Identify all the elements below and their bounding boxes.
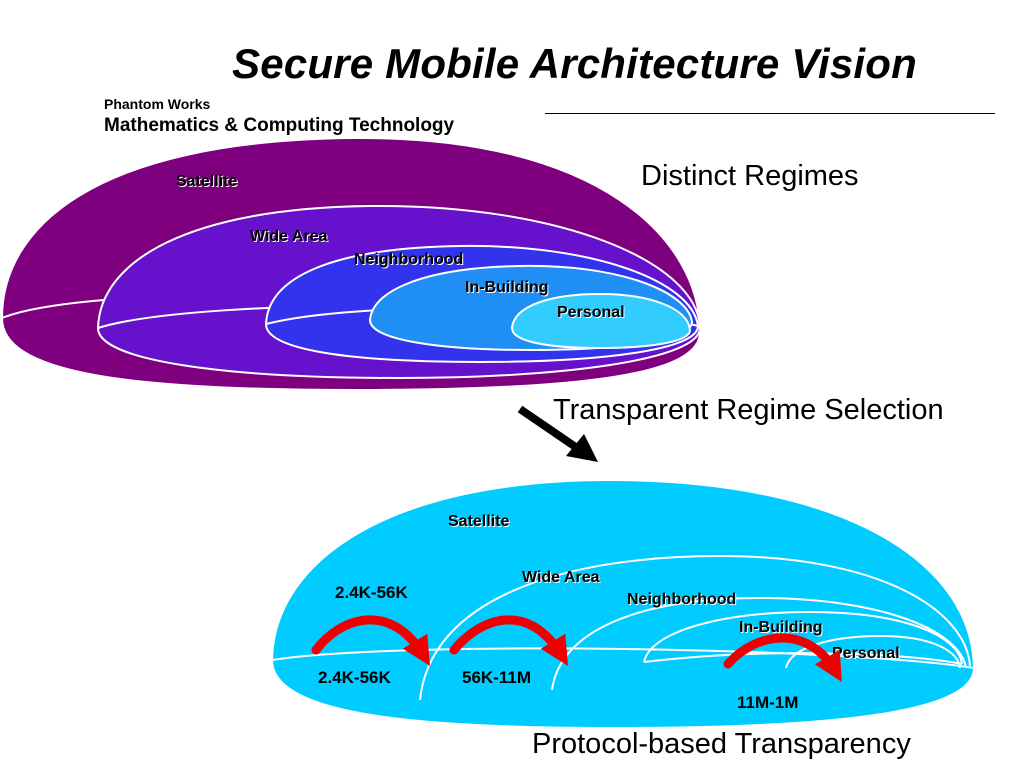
caption-transparent-selection: Transparent Regime Selection — [553, 394, 944, 426]
caption-protocol-transparency: Protocol-based Transparency — [532, 728, 911, 760]
bottom-wide-area-arc — [419, 554, 971, 701]
bottom-label-satellite: Satellite — [448, 513, 509, 530]
bottom-satellite-dome — [270, 478, 976, 730]
bottom-in-building-arc — [643, 610, 963, 665]
top-label-wide-area: Wide Area — [250, 228, 328, 245]
rate-middle: 56K-11M — [462, 668, 531, 687]
top-label-satellite-shadow: Satellite — [177, 174, 238, 191]
handoff-arrow-right — [723, 633, 842, 682]
bottom-label-neighborhood: Neighborhood — [627, 591, 736, 608]
bottom-label-neighborhood-shadow: Neighborhood — [628, 592, 737, 609]
bottom-label-in-building: In-Building — [739, 619, 823, 636]
rate-upper-left: 2.4K-56K — [335, 583, 408, 602]
handoff-arrow-middle — [449, 615, 568, 666]
top-label-personal-shadow: Personal — [558, 305, 626, 322]
bottom-label-personal-shadow: Personal — [833, 646, 901, 663]
top-regime-diagram: Satellite Satellite Wide Area Wide Area … — [0, 136, 702, 392]
caption-distinct-regimes: Distinct Regimes — [641, 160, 859, 192]
top-label-neighborhood: Neighborhood — [354, 251, 463, 268]
title-rule — [545, 113, 995, 114]
org-name: Phantom Works — [104, 96, 211, 112]
top-personal-dome — [510, 292, 692, 350]
bottom-label-wide-area: Wide Area — [522, 569, 600, 586]
bottom-label-in-building-shadow: In-Building — [740, 620, 824, 637]
top-label-wide-area-shadow: Wide Area — [251, 229, 329, 246]
bottom-neighborhood-arc — [551, 596, 967, 691]
bottom-regime-diagram: Satellite Satellite Wide Area Wide Area … — [270, 478, 976, 730]
handoff-arrow-left — [311, 615, 430, 666]
top-label-personal: Personal — [557, 304, 625, 321]
rate-lower-left: 2.4K-56K — [318, 668, 391, 687]
rate-right: 11M-1M — [737, 693, 798, 712]
top-label-in-building-shadow: In-Building — [466, 280, 550, 297]
selection-arrow — [517, 405, 598, 462]
top-label-in-building: In-Building — [465, 279, 549, 296]
org-division: Mathematics & Computing Technology — [104, 115, 455, 136]
page-title: Secure Mobile Architecture Vision — [232, 40, 917, 87]
bottom-label-wide-area-shadow: Wide Area — [523, 570, 601, 587]
bottom-label-satellite-shadow: Satellite — [449, 514, 510, 531]
top-label-neighborhood-shadow: Neighborhood — [355, 252, 464, 269]
selection-arrow-head — [566, 434, 598, 462]
bottom-satellite-base — [271, 647, 975, 669]
top-label-satellite: Satellite — [176, 173, 237, 190]
bottom-label-personal: Personal — [832, 645, 900, 662]
